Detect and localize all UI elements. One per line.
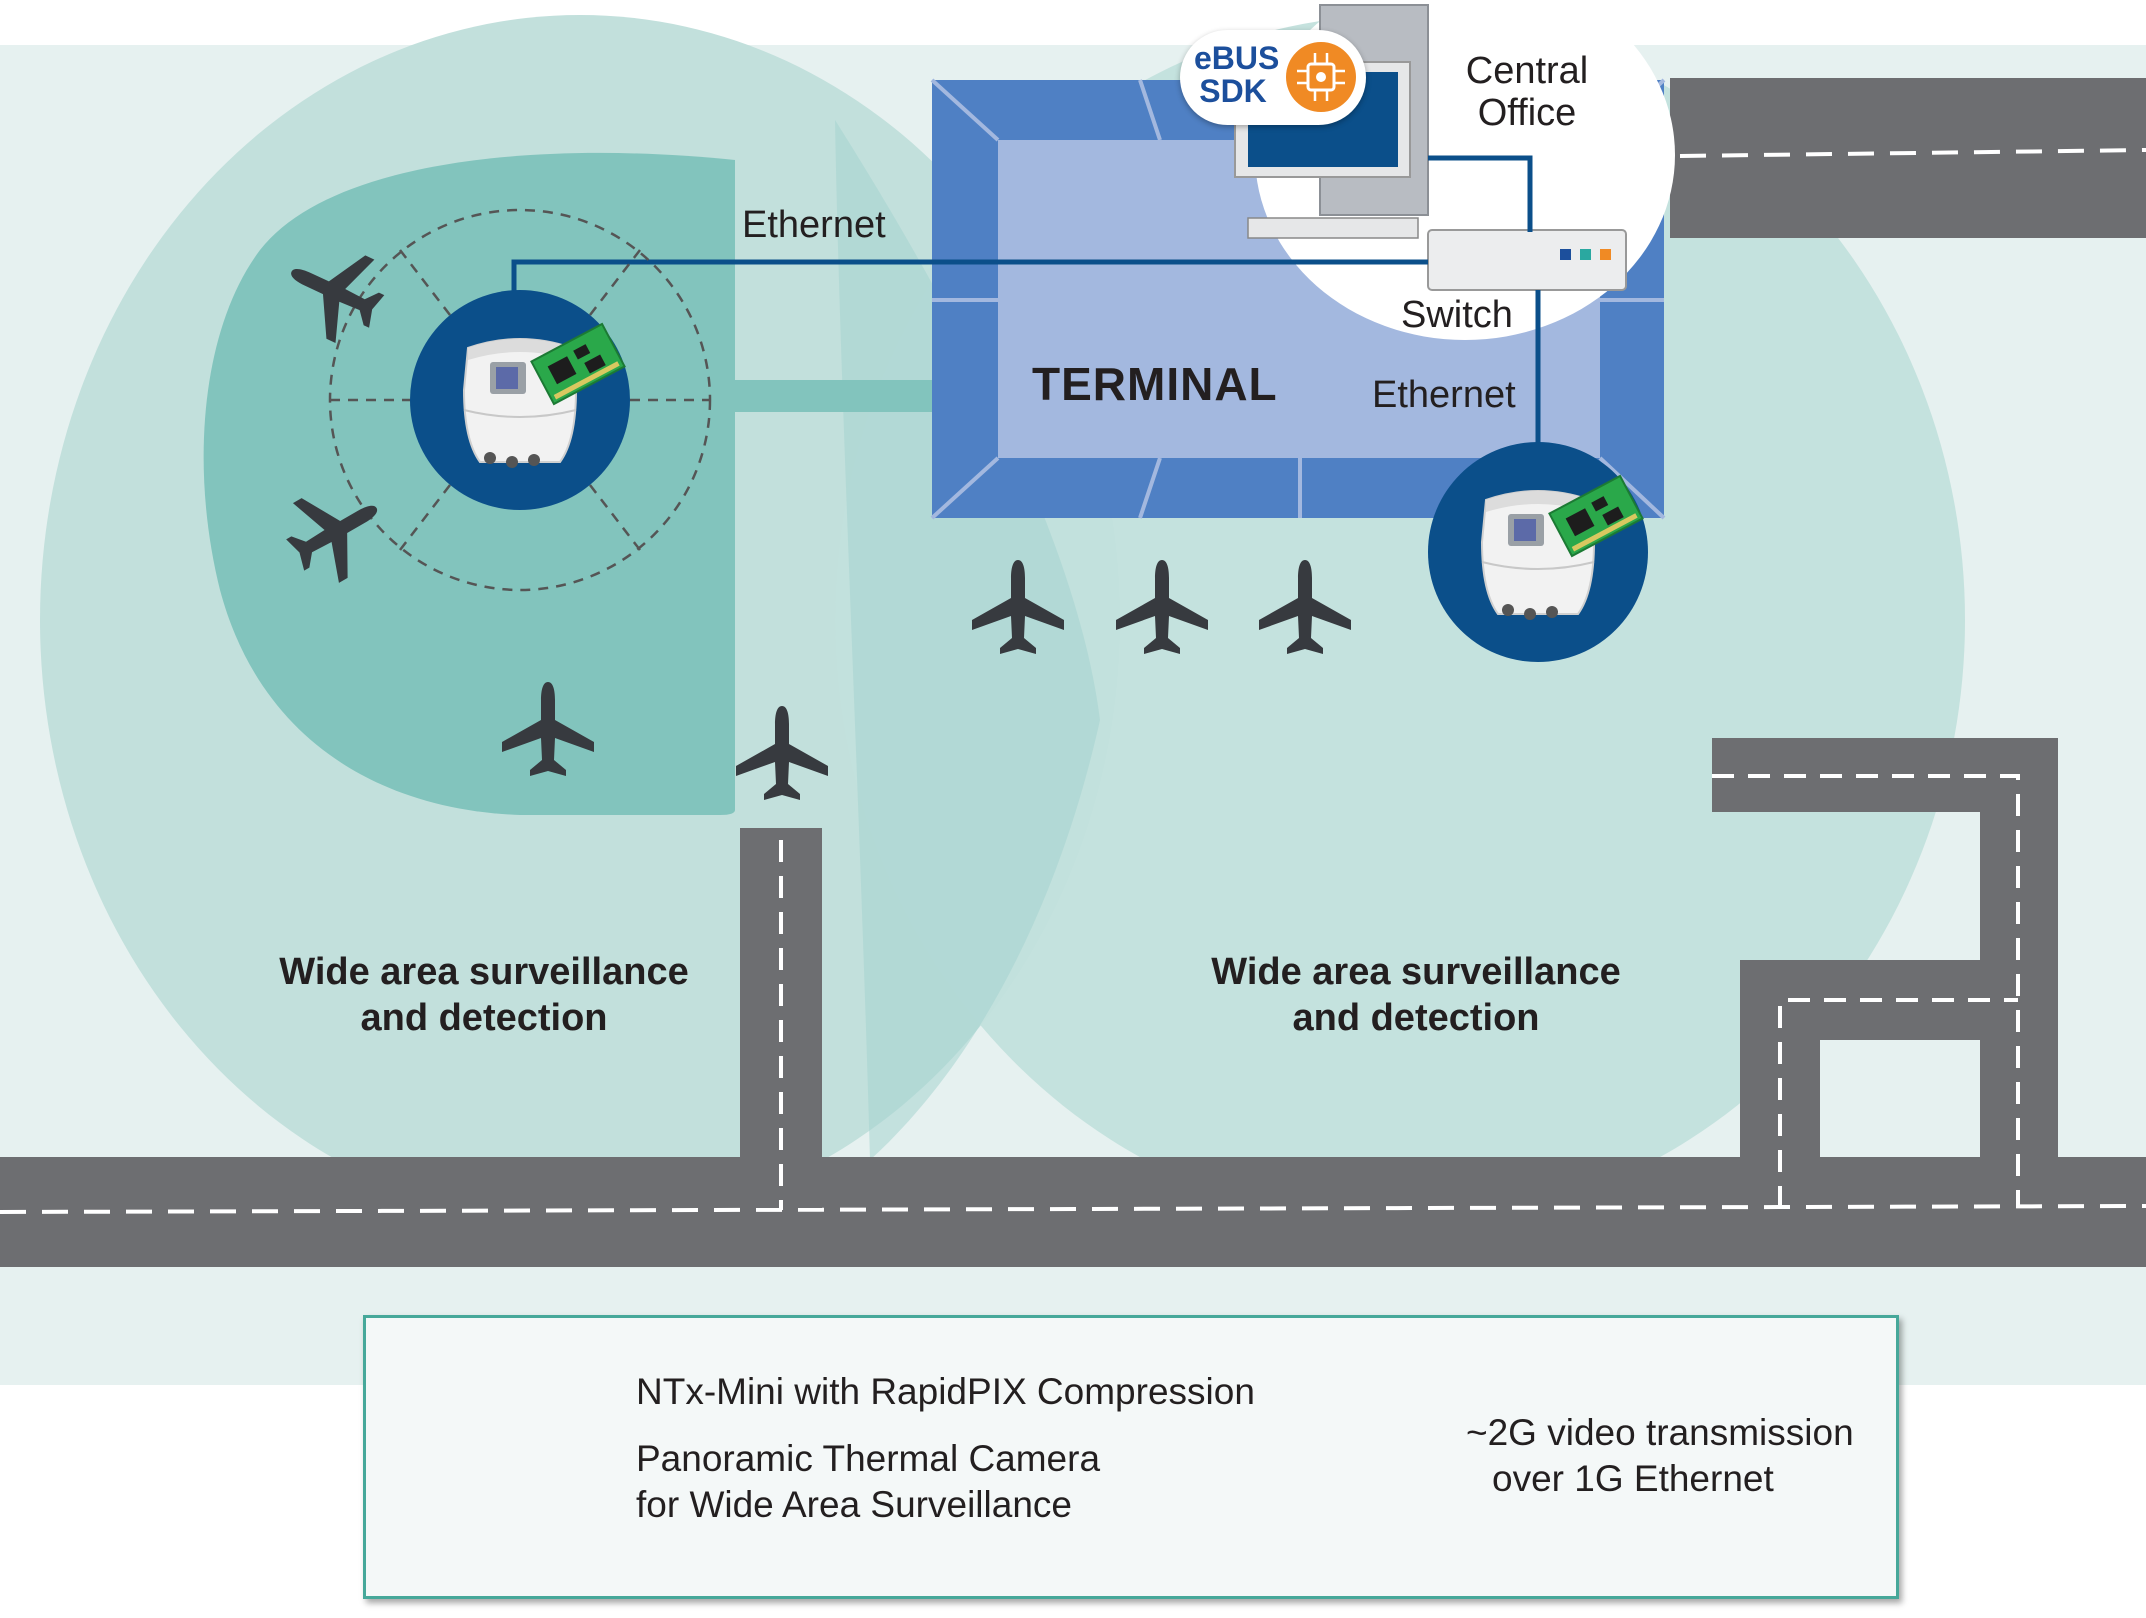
legend-box [363,1315,1899,1599]
road-loop [1712,738,2058,1160]
zone-right-line1: Wide area surveillance [1211,951,1621,993]
central-office-line1: Central [1465,50,1589,92]
zone-left-label: Wide area surveillance and detection [270,949,698,1041]
legend-camera-title: NTx-Mini with RapidPIX Compression [636,1371,1255,1412]
switch-label: Switch [1401,294,1513,336]
ethernet-label-right: Ethernet [1372,374,1516,416]
central-office-label: Central Office [1462,50,1592,134]
switch-device [1427,229,1627,291]
central-office-line2: Office [1477,92,1577,134]
ethernet-label-top: Ethernet [742,204,886,246]
zone-right-line2: and detection [1292,997,1540,1039]
terminal-label: TERMINAL [1032,358,1278,410]
ebus-label-line1: eBUS [1194,40,1280,76]
legend-camera-desc: Panoramic Thermal Camera for Wide Area S… [636,1436,1100,1528]
ebus-logo-icon [1286,42,1356,112]
ebus-sdk-badge: eBUS SDK [1180,30,1366,125]
zone-left-line1: Wide area surveillance [279,951,689,993]
ebus-label-line2: SDK [1199,73,1267,109]
road-loop-dashes [1712,774,2020,1208]
legend-line-desc: ~2G video transmission over 1G Ethernet [1466,1410,1854,1502]
road-main [0,1157,2146,1267]
switch-light-orange [1600,249,1611,260]
ethernet-line-top [511,259,1428,295]
zone-right-label: Wide area surveillance and detection [1202,949,1630,1041]
ethernet-line-office [1428,155,1533,232]
thermal-camera-icon-left [409,289,631,511]
zone-left-line2: and detection [360,997,608,1039]
switch-light-teal [1580,249,1591,260]
thermal-camera-icon-right [1427,441,1649,663]
keyboard-icon [1247,217,1419,239]
road-top-right-dashes [1679,148,2146,158]
connector-bar [735,380,935,412]
legend-camera-desc-line1: Panoramic Thermal Camera [636,1438,1101,1479]
switch-light-blue [1560,249,1571,260]
road-top-right [1670,78,2146,238]
legend-line-desc-line1: ~2G video transmission [1466,1412,1854,1453]
legend-line-desc-line2: over 1G Ethernet [1492,1458,1774,1499]
detection-spokes [330,249,710,551]
road-main-dashes [0,1204,2146,1214]
legend-camera-desc-line2: for Wide Area Surveillance [636,1484,1072,1525]
